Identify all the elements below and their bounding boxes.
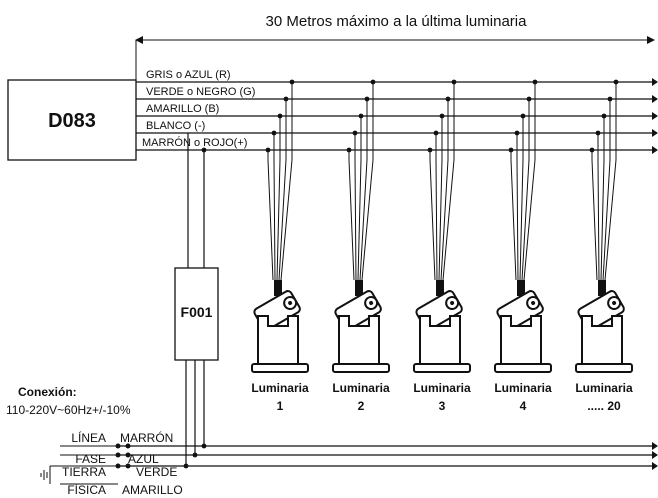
mains-label-marron: MARRÓN [120, 430, 173, 445]
mains-label-fase: FASE [75, 452, 106, 466]
mains-lines [118, 442, 658, 470]
wire-label-positive: MARRÓN o ROJO(+) [142, 136, 247, 149]
mains-label-azul: AZUL [128, 452, 159, 466]
luminaria-20-name: Luminaria [575, 381, 633, 395]
luminaria-1-drops [265, 79, 295, 281]
luminaria-4-drops [508, 79, 538, 281]
luminaria-3-icon [413, 280, 471, 373]
luminaria-4-icon [494, 280, 552, 373]
connection-spec: 110-220V~60Hz+/-10% [6, 403, 131, 417]
luminaria-3-drops [427, 79, 457, 281]
luminaria-3-number: 3 [439, 399, 446, 413]
mains-label-linea: LÍNEA [71, 430, 106, 445]
power-unit-label: F001 [181, 304, 213, 320]
ground-icon [40, 466, 51, 484]
f001-mains-wires [185, 360, 205, 466]
power-unit-box: F001 [174, 267, 219, 361]
luminaria-1-number: 1 [277, 399, 284, 413]
luminaria-20-number: ..... 20 [587, 399, 621, 413]
mains-terminals [50, 443, 131, 485]
luminaria-20-drops [589, 79, 619, 281]
luminaria-3-name: Luminaria [413, 381, 471, 395]
luminaria-2-name: Luminaria [332, 381, 390, 395]
luminaria-1-name: Luminaria [251, 381, 309, 395]
distance-label: 30 Metros máximo a la última luminaria [266, 13, 528, 30]
mains-label-fisica: FÍSICA [67, 482, 106, 497]
mains-label-tierra: TIERRA [62, 465, 106, 479]
luminaria-2-number: 2 [358, 399, 365, 413]
wire-label-negative: BLANCO (-) [146, 120, 205, 132]
luminaria-4-number: 4 [520, 399, 527, 413]
luminaria-2-icon [332, 280, 390, 373]
wire-label-b: AMARILLO (B) [146, 103, 219, 115]
bus-wires [136, 81, 652, 151]
mains-label-amarillo: AMARILLO [122, 483, 183, 497]
connection-title: Conexión: [18, 385, 77, 399]
luminaria-4-name: Luminaria [494, 381, 552, 395]
mains-label-verde: VERDE [136, 465, 177, 479]
luminaria-1-icon [251, 280, 309, 373]
luminaria-20-icon [575, 280, 633, 373]
wire-label-r: GRIS o AZUL (R) [146, 69, 231, 81]
bus-arrowheads [652, 78, 658, 154]
controller-label: D083 [48, 110, 96, 132]
wire-label-g: VERDE o NEGRO (G) [146, 86, 255, 98]
controller-box: D083 [7, 79, 137, 161]
luminarias: Luminaria 1 Luminaria 2 Luminaria 3 Lumi… [251, 79, 633, 413]
luminaria-2-drops [346, 79, 376, 281]
f001-feed-wires [187, 133, 207, 268]
